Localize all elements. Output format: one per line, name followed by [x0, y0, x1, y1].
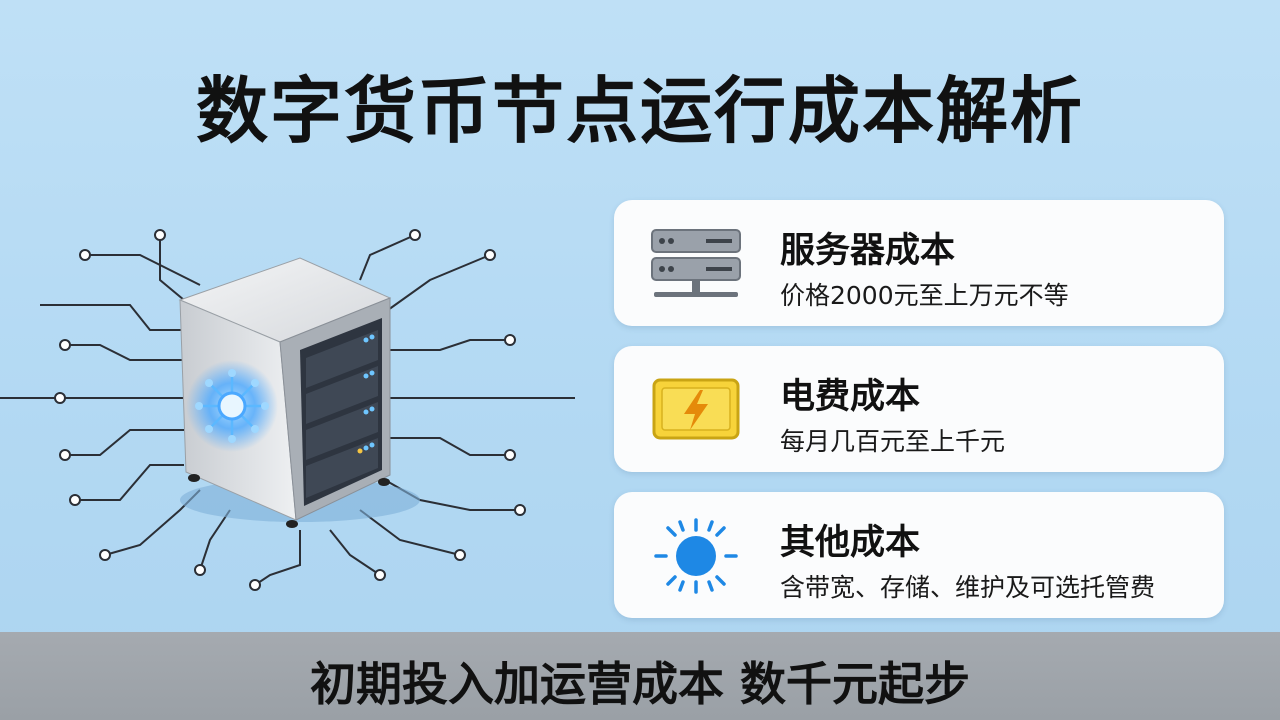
- card-desc: 价格2000元至上万元不等: [780, 281, 1069, 310]
- card-title: 服务器成本: [780, 231, 956, 271]
- cost-card-other: 其他成本 含带宽、存储、维护及可选托管费: [614, 492, 1224, 618]
- page-title: 数字货币节点运行成本解析: [195, 69, 1084, 153]
- card-desc: 每月几百元至上千元: [780, 427, 1006, 456]
- banner-text: 初期投入加运营成本 数千元起步: [309, 657, 970, 711]
- cost-card-server: 服务器成本 价格2000元至上万元不等: [614, 200, 1224, 326]
- sun-icon: [654, 518, 738, 594]
- card-title: 其他成本: [780, 523, 921, 563]
- lightning-icon: [652, 378, 740, 440]
- card-title: 电费成本: [780, 377, 921, 417]
- server-icon: [651, 229, 741, 297]
- card-desc: 含带宽、存储、维护及可选托管费: [780, 573, 1156, 602]
- server-illustration: [0, 229, 575, 591]
- server-box: [178, 257, 392, 528]
- summary-banner: 初期投入加运营成本 数千元起步: [0, 632, 1280, 720]
- cost-card-electricity: 电费成本 每月几百元至上千元: [614, 346, 1224, 472]
- network-node-icon: [186, 360, 278, 452]
